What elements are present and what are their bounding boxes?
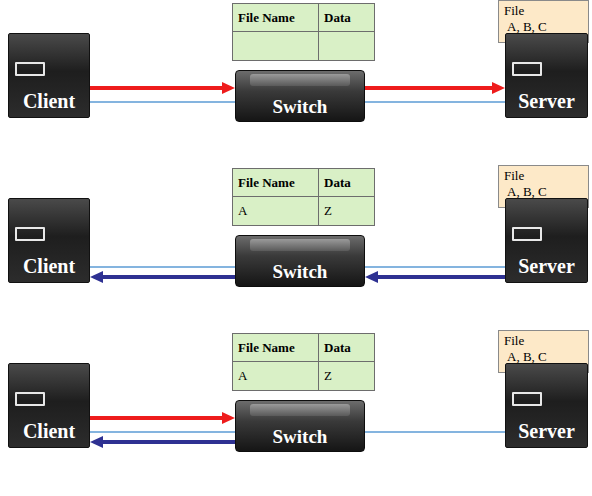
table-cell: Z [319, 197, 374, 225]
table-header-cell: Data [319, 169, 374, 197]
connector-line [375, 275, 505, 279]
connector-line [90, 431, 235, 433]
connector-line [365, 266, 505, 268]
drive-slot [15, 392, 45, 406]
connector-line [90, 266, 235, 268]
device-label: Client [9, 255, 89, 278]
connector-line [365, 431, 505, 433]
message-arrow [365, 271, 505, 283]
arrow-head [365, 271, 378, 283]
column-header: File Name [238, 340, 295, 356]
message-arrow [90, 436, 235, 448]
column-header: File Name [238, 10, 295, 26]
table-header-cell: File Name [233, 334, 319, 362]
table-header-cell: Data [319, 334, 374, 362]
switch-top-face [250, 239, 350, 251]
table-header-cell: Data [319, 4, 374, 32]
table-cell: A [233, 197, 319, 225]
arrow-head [222, 82, 235, 94]
connector-line [90, 101, 235, 103]
connector-line [365, 86, 495, 90]
device-label: Server [506, 90, 587, 113]
message-arrow [90, 271, 235, 283]
table-cell: A [233, 362, 319, 390]
arrow-head [492, 82, 505, 94]
column-header: Data [324, 175, 351, 191]
network-link [365, 102, 505, 103]
file-heading: File [504, 168, 583, 184]
file-heading: File [504, 3, 583, 19]
file-heading: File [504, 333, 583, 349]
network-switch: Switch [235, 235, 365, 287]
message-arrow [90, 82, 235, 94]
cache-table: File Name DataA Z [232, 168, 375, 226]
client-machine: Client [8, 33, 90, 118]
drive-slot [512, 62, 542, 76]
drive-slot [512, 227, 542, 241]
message-arrow [90, 412, 235, 424]
table-header-cell: File Name [233, 169, 319, 197]
table-cell [233, 32, 319, 60]
drive-slot [512, 392, 542, 406]
table-cell: Z [319, 362, 374, 390]
device-label: Client [9, 420, 89, 443]
device-label: Client [9, 90, 89, 113]
network-switch: Switch [235, 70, 365, 122]
server-machine: Server [505, 363, 588, 448]
cache-table: File Name Data [232, 3, 375, 61]
column-header: File Name [238, 175, 295, 191]
table-value: A [238, 203, 247, 219]
arrow-head [90, 271, 103, 283]
column-header: Data [324, 340, 351, 356]
device-label: Server [506, 420, 587, 443]
client-machine: Client [8, 198, 90, 283]
drive-slot [15, 62, 45, 76]
connector-line [100, 275, 235, 279]
column-header: Data [324, 10, 351, 26]
connector-line [90, 86, 225, 90]
table-header-cell: File Name [233, 4, 319, 32]
server-machine: Server [505, 33, 588, 118]
arrow-head [90, 436, 103, 448]
client-machine: Client [8, 363, 90, 448]
connector-line [365, 101, 505, 103]
arrow-head [222, 412, 235, 424]
network-switch: Switch [235, 400, 365, 452]
server-machine: Server [505, 198, 588, 283]
device-label: Server [506, 255, 587, 278]
connector-line [100, 440, 235, 444]
connector-line [90, 416, 225, 420]
network-link [90, 102, 235, 103]
table-value: Z [324, 368, 332, 384]
message-arrow [365, 82, 505, 94]
network-link [365, 432, 505, 433]
table-value: Z [324, 203, 332, 219]
switch-top-face [250, 404, 350, 416]
device-label: Switch [236, 96, 364, 118]
table-cell [319, 32, 374, 60]
table-value: A [238, 368, 247, 384]
switch-top-face [250, 74, 350, 86]
device-label: Switch [236, 426, 364, 448]
cache-table: File Name DataA Z [232, 333, 375, 391]
network-link [90, 267, 235, 268]
device-label: Switch [236, 261, 364, 283]
drive-slot [15, 227, 45, 241]
network-link [365, 267, 505, 268]
network-link [90, 432, 235, 433]
